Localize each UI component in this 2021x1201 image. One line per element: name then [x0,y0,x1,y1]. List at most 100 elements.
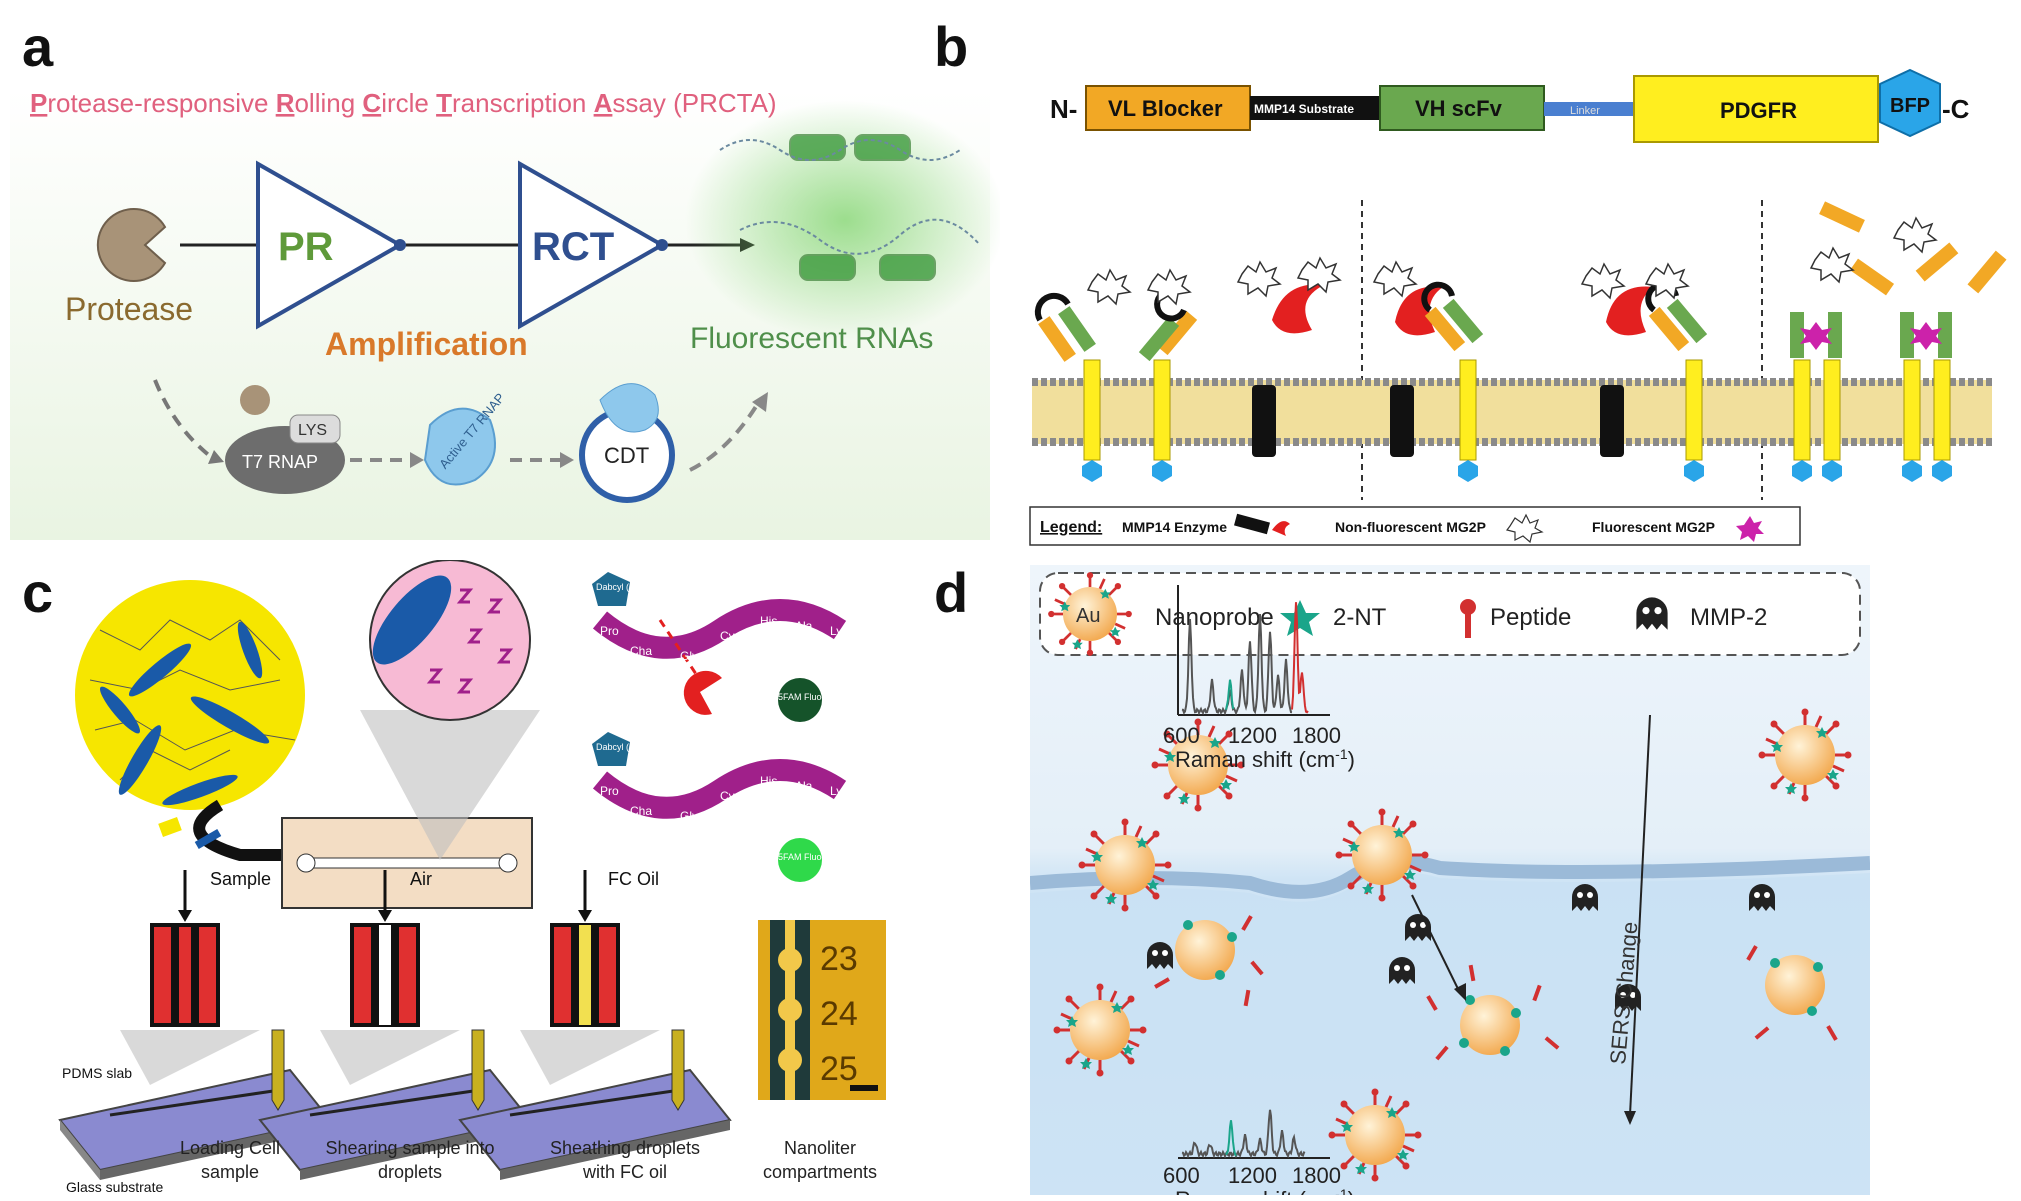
nanoprobe-2 [1757,707,1853,803]
pdms-label: PDMS slab [62,1065,132,1081]
active-t7-rnap-icon [423,407,496,486]
raman-spectrum-before [1177,585,1330,716]
fluorescent-rnas-label: Fluorescent RNAs [690,322,933,355]
protease-label: Protease [65,291,193,327]
t7-label: T7 RNAP [242,452,318,472]
panel-b-diagram: N- VL Blocker MMP14 Substrate VH scFv Li… [1029,68,2007,546]
residue-3b: Gly [680,809,698,823]
protease-icon [96,208,167,282]
panel-b-legend [1029,506,1801,546]
residue-4a: Cys [720,629,741,643]
dabcyl-label-1: Dabcyl (Quencher) [596,582,672,592]
spectrum1-tick-1800: 1800 [1292,723,1341,748]
vl-blocker-domain [1085,85,1251,131]
nanoprobe-6 [1327,1087,1423,1183]
pdgfr-domain [1633,75,1879,143]
nanoprobe-4 [1334,807,1430,903]
residue-5a: His [760,614,777,628]
vl-blocker-label: VL Blocker [1108,96,1223,121]
n-terminus-label: N- [1050,94,1077,124]
receptor-3 [1421,281,1484,482]
fc-oil-label: FC Oil [608,869,659,889]
bfp-label: BFP [1890,95,1930,117]
residue-7b: Lys [830,784,848,798]
spectrum2-tick-1800: 1800 [1292,1163,1341,1188]
pdgfr-label: PDGFR [1720,98,1797,123]
sample-label: Sample [210,869,271,889]
nanoprobe-cleaved-1 [1175,920,1237,980]
spectrum2-tick-1200: 1200 [1228,1163,1277,1188]
legend-2nt: 2-NT [1333,604,1387,631]
nanoprobe-3 [1077,817,1173,913]
nanoprobe-5 [1052,982,1148,1078]
fam-label-2: 5FAM Fluorophore [778,852,853,862]
receptor-5 [1790,312,1842,482]
residue-2a: Cha [630,644,652,658]
bfp-domain [1879,68,1941,138]
dabcyl-label-2: Dabcyl (Quencher) [596,742,672,752]
legend-mmp14: MMP14 Enzyme [1122,519,1227,535]
panel-label-d: d [934,561,969,624]
lys-label: LYS [298,422,327,439]
residue-3a: Gly [680,649,698,663]
spectrum2-tick-600: 600 [1163,1163,1200,1188]
raman-spectrum-after [1178,1109,1330,1159]
rct-amplifier-triangle [518,160,667,330]
c-terminus-label: -C [1942,94,1970,124]
receptor-6 [1900,312,1952,482]
legend-mmp2: MMP-2 [1690,604,1767,631]
legend-peptide: Peptide [1490,604,1571,631]
rct-label: RCT [532,225,614,269]
legend-au-label: Au [1076,605,1100,627]
residue-7a: Lys [830,624,848,638]
residue-2b: Cha [630,804,652,818]
linker-label: Linker [1570,105,1600,117]
micrograph-number-23: 23 [820,940,858,978]
linker-domain [1544,102,1634,116]
legend-2nt-icon [1280,600,1320,636]
residue-6a: Ala [795,619,813,633]
panel-a-diagram: Protease-responsive Rolling Circle Trans… [10,88,1000,540]
nanoprobe-cleaved-3 [1765,955,1825,1016]
receptor-2 [1138,294,1198,482]
legend-peptide-icon [1460,599,1476,638]
spectrum1-xlabel: Raman shift (cm-1) [1175,746,1355,772]
free-peptides [1154,915,1838,1061]
spectrum1-tick-1200: 1200 [1228,723,1277,748]
panel-d-diagram: Au Nanoprobe 2-NT Peptide MMP-2 [1030,565,1870,1195]
spectrum1-tick-600: 600 [1163,723,1200,748]
residue-4b: Cys [720,789,741,803]
peptide-substrate-intact: Dabcyl (Quencher) 5FAM Fluorophore [592,732,853,882]
nanoliter-compartments-micrograph: 23 24 25 [758,920,886,1100]
tissue-cluster-icon [75,580,305,810]
vh-scfv-label: VH scFv [1415,96,1503,121]
micrograph-number-25: 25 [820,1050,858,1088]
lipid-bilayer [1032,378,1992,446]
micrograph-number-24: 24 [820,995,858,1033]
spectrum2-xlabel: Raman shift (cm-1) [1175,1186,1355,1195]
panel-a-title: Protease-responsive Rolling Circle Trans… [30,88,777,118]
legend-nonfluorescent: Non-fluorescent MG2P [1335,519,1486,535]
residue-1b: Pro [600,784,619,798]
mmp14-enzyme-1 [1252,284,1324,457]
residue-6b: Ala [795,779,813,793]
residue-5b: His [760,774,777,788]
residue-1a: Pro [600,624,619,638]
fam-label-1: 5FAM Fluorophore [778,692,853,702]
legend-fluorescent: Fluorescent MG2P [1592,519,1715,535]
panel-d-legend [1039,572,1861,656]
receptor-4 [1645,281,1708,482]
mmp14-enzyme-3 [1600,286,1654,457]
peptide-substrate-cleaved: Dabcyl (Quencher) 5FAM Fluorophore [592,572,853,722]
legend-title: Legend: [1040,519,1102,536]
panel-label-c: c [22,561,54,624]
nanoprobe-cleaved-2 [1459,995,1521,1056]
nonfluorescent-mg2p-icons [1086,216,1938,306]
panel-label-a: a [22,15,54,78]
cleaved-blockers [1819,201,2007,296]
mmp14-substrate-label: MMP14 Substrate [1254,102,1354,116]
